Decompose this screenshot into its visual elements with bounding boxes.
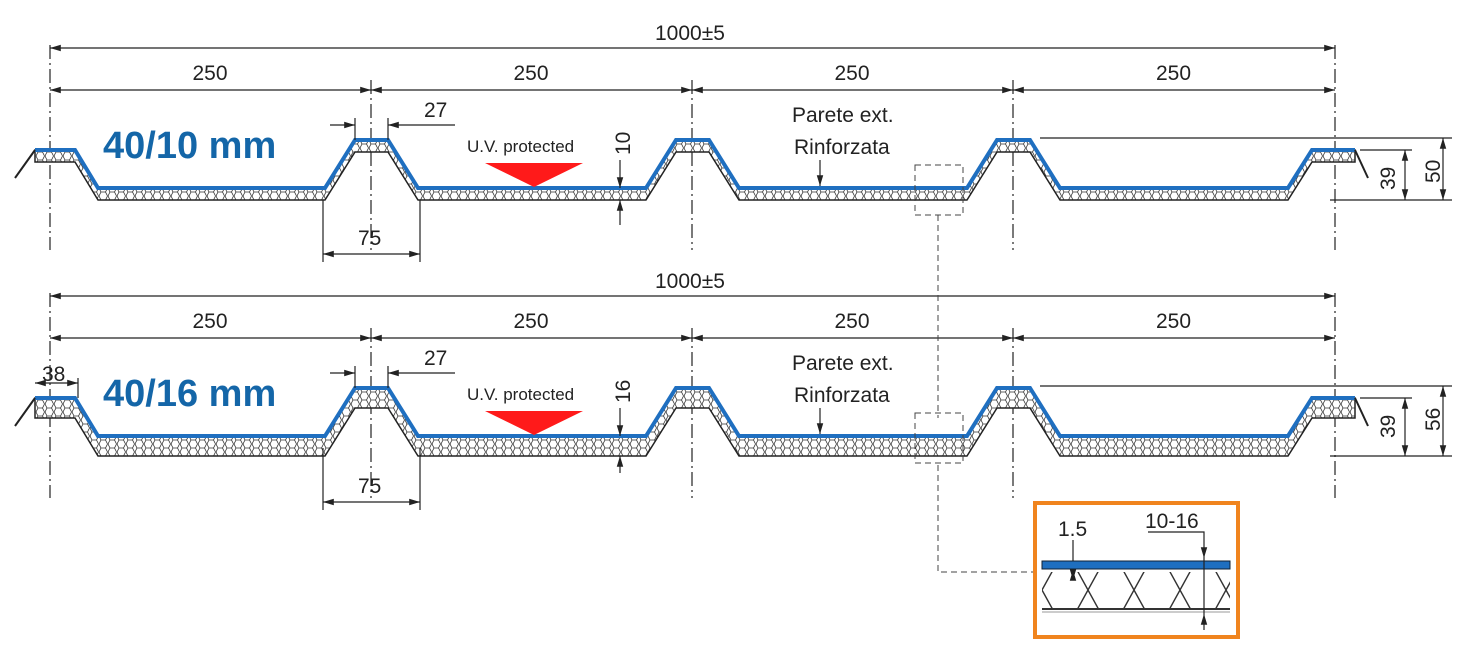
right-lip bbox=[1354, 149, 1369, 179]
uv-skin bbox=[35, 138, 1355, 190]
overall-width-label: 1000±5 bbox=[655, 270, 725, 293]
detail-marker bbox=[914, 412, 964, 464]
span-label: 250 bbox=[835, 310, 870, 333]
detail-skin-label: 1.5 bbox=[1058, 518, 1087, 541]
profile-1: 1000±5 250 250 250 250 40/10 mm 27 75 U.V. prote… bbox=[14, 22, 1452, 262]
span-label: 250 bbox=[193, 310, 228, 333]
thickness-label: 16 bbox=[612, 380, 635, 403]
detail-honeycomb bbox=[1042, 572, 1230, 608]
detail-skin bbox=[1041, 560, 1231, 570]
overall-width-label: 1000±5 bbox=[655, 22, 725, 45]
right-lip bbox=[1354, 397, 1369, 427]
uv-label: U.V. protected bbox=[467, 137, 574, 156]
span-label: 250 bbox=[1156, 310, 1191, 333]
uv-label: U.V. protected bbox=[467, 385, 574, 404]
detail-thickness-label: 10-16 bbox=[1145, 510, 1199, 533]
profile-title: 40/10 mm bbox=[103, 125, 276, 167]
left-lip bbox=[14, 149, 36, 179]
profile-title: 40/16 mm bbox=[103, 373, 276, 415]
crest-label: 27 bbox=[424, 99, 447, 122]
wall-label: Parete ext. bbox=[792, 104, 894, 127]
uv-skin bbox=[35, 386, 1355, 438]
span-label: 250 bbox=[193, 62, 228, 85]
rib-height-label: 39 bbox=[1377, 415, 1400, 438]
span-label: 250 bbox=[1156, 62, 1191, 85]
base-label: 75 bbox=[358, 227, 381, 250]
crest-label: 27 bbox=[424, 347, 447, 370]
total-height-label: 56 bbox=[1422, 408, 1445, 431]
detail-marker bbox=[914, 164, 964, 216]
rib-height-label: 39 bbox=[1377, 167, 1400, 190]
detail-leader bbox=[937, 215, 1035, 573]
detail-inset: 1.5 10-16 bbox=[1033, 501, 1240, 639]
base-label: 75 bbox=[358, 475, 381, 498]
span-label: 250 bbox=[514, 310, 549, 333]
wall-label: Rinforzata bbox=[794, 136, 890, 159]
total-height-label: 50 bbox=[1422, 160, 1445, 183]
span-label: 250 bbox=[835, 62, 870, 85]
uv-arrow-icon bbox=[485, 411, 583, 435]
span-label: 250 bbox=[514, 62, 549, 85]
profile-2: 1000±5 250 250 250 250 40/16 mm 27 75 U.V. prote… bbox=[14, 270, 1452, 510]
wall-label: Rinforzata bbox=[794, 384, 890, 407]
left-lip bbox=[14, 397, 36, 427]
uv-arrow-icon bbox=[485, 163, 583, 187]
wall-label: Parete ext. bbox=[792, 352, 894, 375]
thickness-label: 10 bbox=[612, 132, 635, 155]
edge-label: 38 bbox=[42, 363, 65, 386]
